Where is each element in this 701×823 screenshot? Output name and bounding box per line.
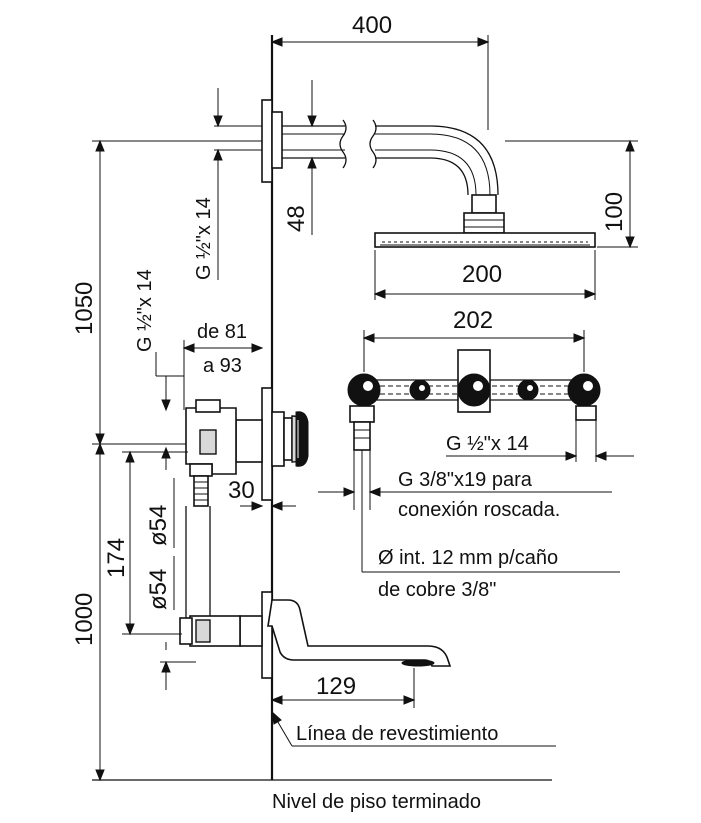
thread-right-text: G ½"x 14	[446, 433, 529, 455]
dim-54-upper: ø54	[145, 478, 175, 548]
dim-81-text: de 81	[197, 321, 247, 343]
dim-200-text: 200	[462, 261, 502, 288]
copper-callout: Ø int. 12 mm p/caño de cobre 3/8"	[361, 450, 620, 601]
dim-200: 200	[373, 250, 597, 300]
dim-30: 30	[228, 477, 296, 511]
dim-100: 100	[505, 139, 638, 249]
lining-text: Línea de revestimiento	[296, 723, 498, 745]
dim-400-text: 400	[352, 12, 392, 39]
dim-1050-text: 1050	[71, 282, 98, 335]
connection-text-2: conexión roscada.	[398, 499, 560, 521]
copper-text-1: Ø int. 12 mm p/caño	[378, 547, 558, 569]
dim-54a-text: ø54	[145, 505, 172, 546]
dim-54-lower: ø54	[145, 556, 175, 610]
mixer-valve	[185, 387, 309, 507]
dim-93-text: a 93	[203, 355, 242, 377]
copper-text-2: de cobre 3/8"	[378, 579, 496, 601]
thread-top-callout: G ½"x 14	[193, 88, 262, 280]
connection-text-1: G 3/8"x19 para	[398, 469, 533, 491]
spout-bottom-arrow	[160, 642, 196, 690]
thread-right-callout: G ½"x 14	[446, 420, 634, 462]
dim-174: 174	[103, 450, 188, 636]
dim-129: 129	[270, 668, 416, 708]
bath-spout	[179, 591, 452, 679]
dim-1050: 1050	[71, 139, 262, 446]
dim-81-93: de 81 a 93	[182, 321, 264, 410]
thread-top-text: G ½"x 14	[193, 197, 215, 280]
shower-head	[374, 232, 596, 248]
thread-left-text: G ½"x 14	[134, 269, 156, 352]
mixer-top-view	[347, 349, 601, 451]
dim-48-text: 48	[283, 205, 310, 232]
connection-callout: G 3/8"x19 para conexión roscada.	[318, 450, 612, 521]
dim-48: 48	[283, 80, 317, 235]
dim-30-text: 30	[228, 477, 255, 504]
dim-400: 400	[270, 12, 490, 130]
dim-202-text: 202	[453, 307, 493, 334]
dim-129-text: 129	[316, 673, 356, 700]
thread-left-callout: G ½"x 14	[134, 269, 184, 470]
shower-arm	[261, 99, 505, 234]
floor-level-text: Nivel de piso terminado	[272, 791, 481, 813]
dim-54b-text: ø54	[145, 569, 172, 610]
dim-1000-text: 1000	[71, 593, 98, 646]
dim-202: 202	[362, 307, 586, 372]
dim-100-text: 100	[601, 192, 628, 232]
lining-callout: Línea de revestimiento	[271, 710, 556, 747]
dim-1000: 1000	[71, 442, 262, 782]
vertical-pipe	[185, 506, 211, 620]
dim-174-text: 174	[103, 538, 130, 578]
